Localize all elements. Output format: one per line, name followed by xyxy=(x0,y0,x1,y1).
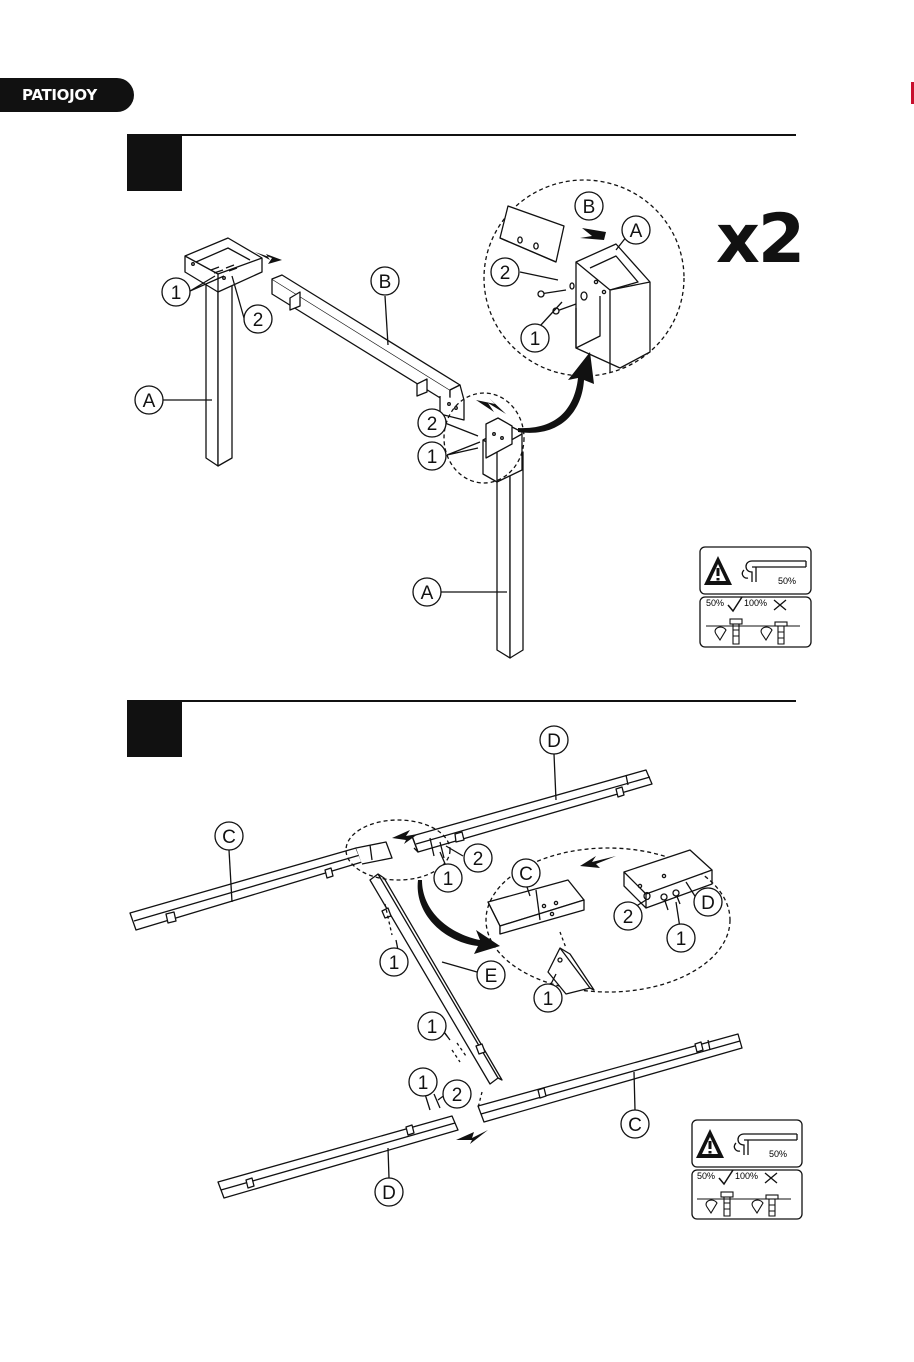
step2-torque-label: 50% xyxy=(769,1149,787,1159)
callout-zoom-screw: 1 xyxy=(530,329,541,350)
callout-rail-d-bottom: D xyxy=(382,1183,396,1204)
arrow-curved-zoom xyxy=(518,352,594,433)
callout-screw-left: 1 xyxy=(171,283,182,304)
zoom-rail-c xyxy=(488,880,584,934)
callout-zoom-washer: 2 xyxy=(623,907,634,928)
callout-brace-screw-b: 1 xyxy=(427,1017,438,1038)
step2-warning-card: 50% 50% 100% xyxy=(692,1120,802,1219)
rail-d-top xyxy=(412,770,652,852)
callout-washer-mid: 2 xyxy=(427,414,438,435)
callout-rail-b: B xyxy=(379,272,392,293)
step2-bad-label: 100% xyxy=(735,1171,758,1181)
rail-d-bottom xyxy=(218,1116,458,1198)
step2-diagram: D C 2 1 C D 2 1 1 1 E 1 1 2 C D 50% 50% … xyxy=(0,690,914,1250)
leg-a-left xyxy=(185,238,262,466)
callout-zoom-screw: 1 xyxy=(676,929,687,950)
zoom-bracket-a xyxy=(576,244,650,372)
arrow-zoom xyxy=(580,856,616,868)
zoom-rail-b xyxy=(500,206,564,262)
callout-zoom-c: C xyxy=(519,864,533,885)
callout-brace-screw-a: 1 xyxy=(389,953,400,974)
callout-washer-left: 2 xyxy=(253,310,264,331)
rail-c-right xyxy=(478,1034,742,1122)
rail-b xyxy=(272,275,464,420)
callout-zoom-washer: 2 xyxy=(500,263,511,284)
callout-washer-top: 2 xyxy=(473,849,484,870)
step1-diagram: 1 2 A B 2 1 A B A 2 1 50% 50% 100% xyxy=(0,0,914,690)
callout-rail-d-top: D xyxy=(547,731,561,752)
leg-a-right xyxy=(483,418,523,658)
callout-zoom-d: D xyxy=(701,893,715,914)
callout-zoom-screw-low: 1 xyxy=(543,989,554,1010)
arrow-curved-zoom xyxy=(418,880,500,954)
callout-leg-a-right: A xyxy=(421,583,434,604)
step2-ok-label: 50% xyxy=(697,1171,715,1181)
step1-warning-card: 50% 50% 100% xyxy=(700,547,811,647)
step1-torque-label: 50% xyxy=(778,576,796,586)
callout-zoom-rail-b: B xyxy=(583,197,596,218)
step1-bad-label: 100% xyxy=(744,598,767,608)
callout-brace-e: E xyxy=(485,966,498,987)
callout-zoom-leg-a: A xyxy=(630,221,643,242)
callout-screw-mid: 1 xyxy=(427,447,438,468)
callout-screw-top: 1 xyxy=(443,869,454,890)
callout-rail-c-left: C xyxy=(222,827,236,848)
arrow-bracket xyxy=(476,398,506,414)
callout-leg-a-left: A xyxy=(143,391,156,412)
arrow-zoom xyxy=(580,228,606,240)
arrow-bottom-joint xyxy=(456,1130,488,1144)
callout-screw-bottom: 1 xyxy=(418,1073,429,1094)
step1-ok-label: 50% xyxy=(706,598,724,608)
rail-c-left xyxy=(130,842,392,930)
callout-rail-c-right: C xyxy=(628,1115,642,1136)
callout-washer-bottom: 2 xyxy=(452,1085,463,1106)
